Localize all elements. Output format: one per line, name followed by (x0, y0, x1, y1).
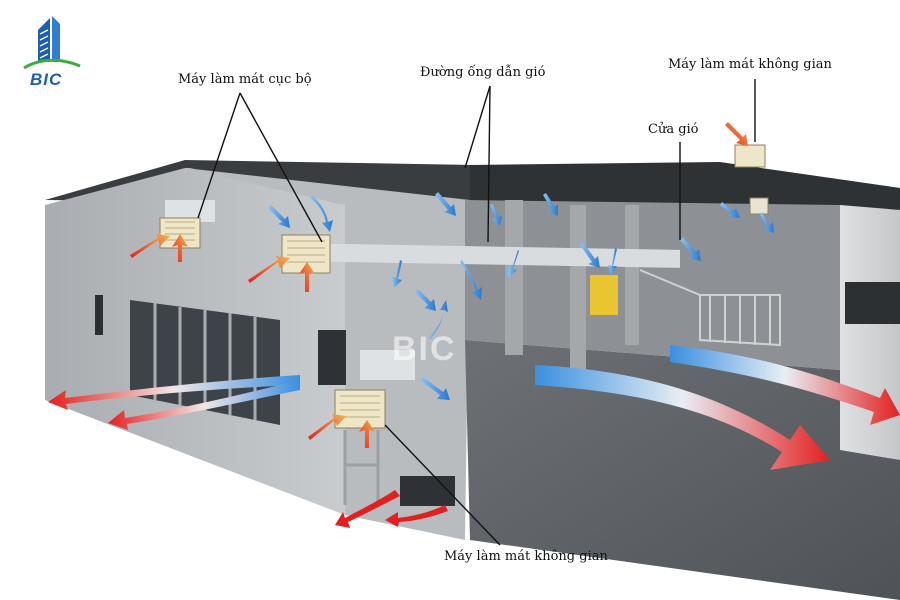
label-space-cooler-top: Máy làm mát không gian (668, 57, 832, 72)
column (570, 205, 586, 370)
bic-logo-icon (23, 16, 81, 70)
railing (639, 269, 781, 347)
wall-right (840, 205, 900, 460)
outdoor-airflow-arrow (108, 380, 300, 430)
yellow-cabinet (590, 275, 618, 315)
outdoor-airflow-arrow (385, 505, 448, 527)
right-window (845, 282, 900, 324)
outdoor-airflow-arrow (335, 490, 400, 528)
label-air-vent: Cửa gió (648, 122, 699, 137)
floor-airflow-arrow (535, 365, 830, 470)
floor-airflow-arrow (670, 345, 900, 425)
label-local-cooler: Máy làm mát cục bộ (178, 72, 312, 87)
roof-right (470, 162, 900, 210)
column (505, 200, 523, 355)
interior-back-wall (465, 200, 840, 370)
cooler-unit-space-bottom (334, 389, 386, 505)
cooler-unit-interior (749, 197, 769, 215)
cool-air-arrows (268, 192, 774, 400)
watermark: BIC (392, 330, 457, 368)
cooler-unit-space-roof (734, 144, 766, 168)
hot-air-intake-arrows (130, 122, 748, 448)
label-space-cooler-bottom: Máy làm mát không gian (444, 549, 608, 564)
leader-lines (197, 79, 756, 546)
duct-drop (360, 350, 415, 380)
interior-floor (465, 340, 900, 600)
glass-storefront (130, 300, 280, 425)
outdoor-airflow-arrow (48, 375, 300, 410)
label-air-duct: Đường ống dẫn gió (420, 65, 546, 80)
logo-text: BIC (30, 70, 63, 89)
side-window (95, 295, 103, 335)
front-door (318, 330, 346, 385)
low-vent (400, 476, 455, 506)
column (625, 205, 639, 345)
